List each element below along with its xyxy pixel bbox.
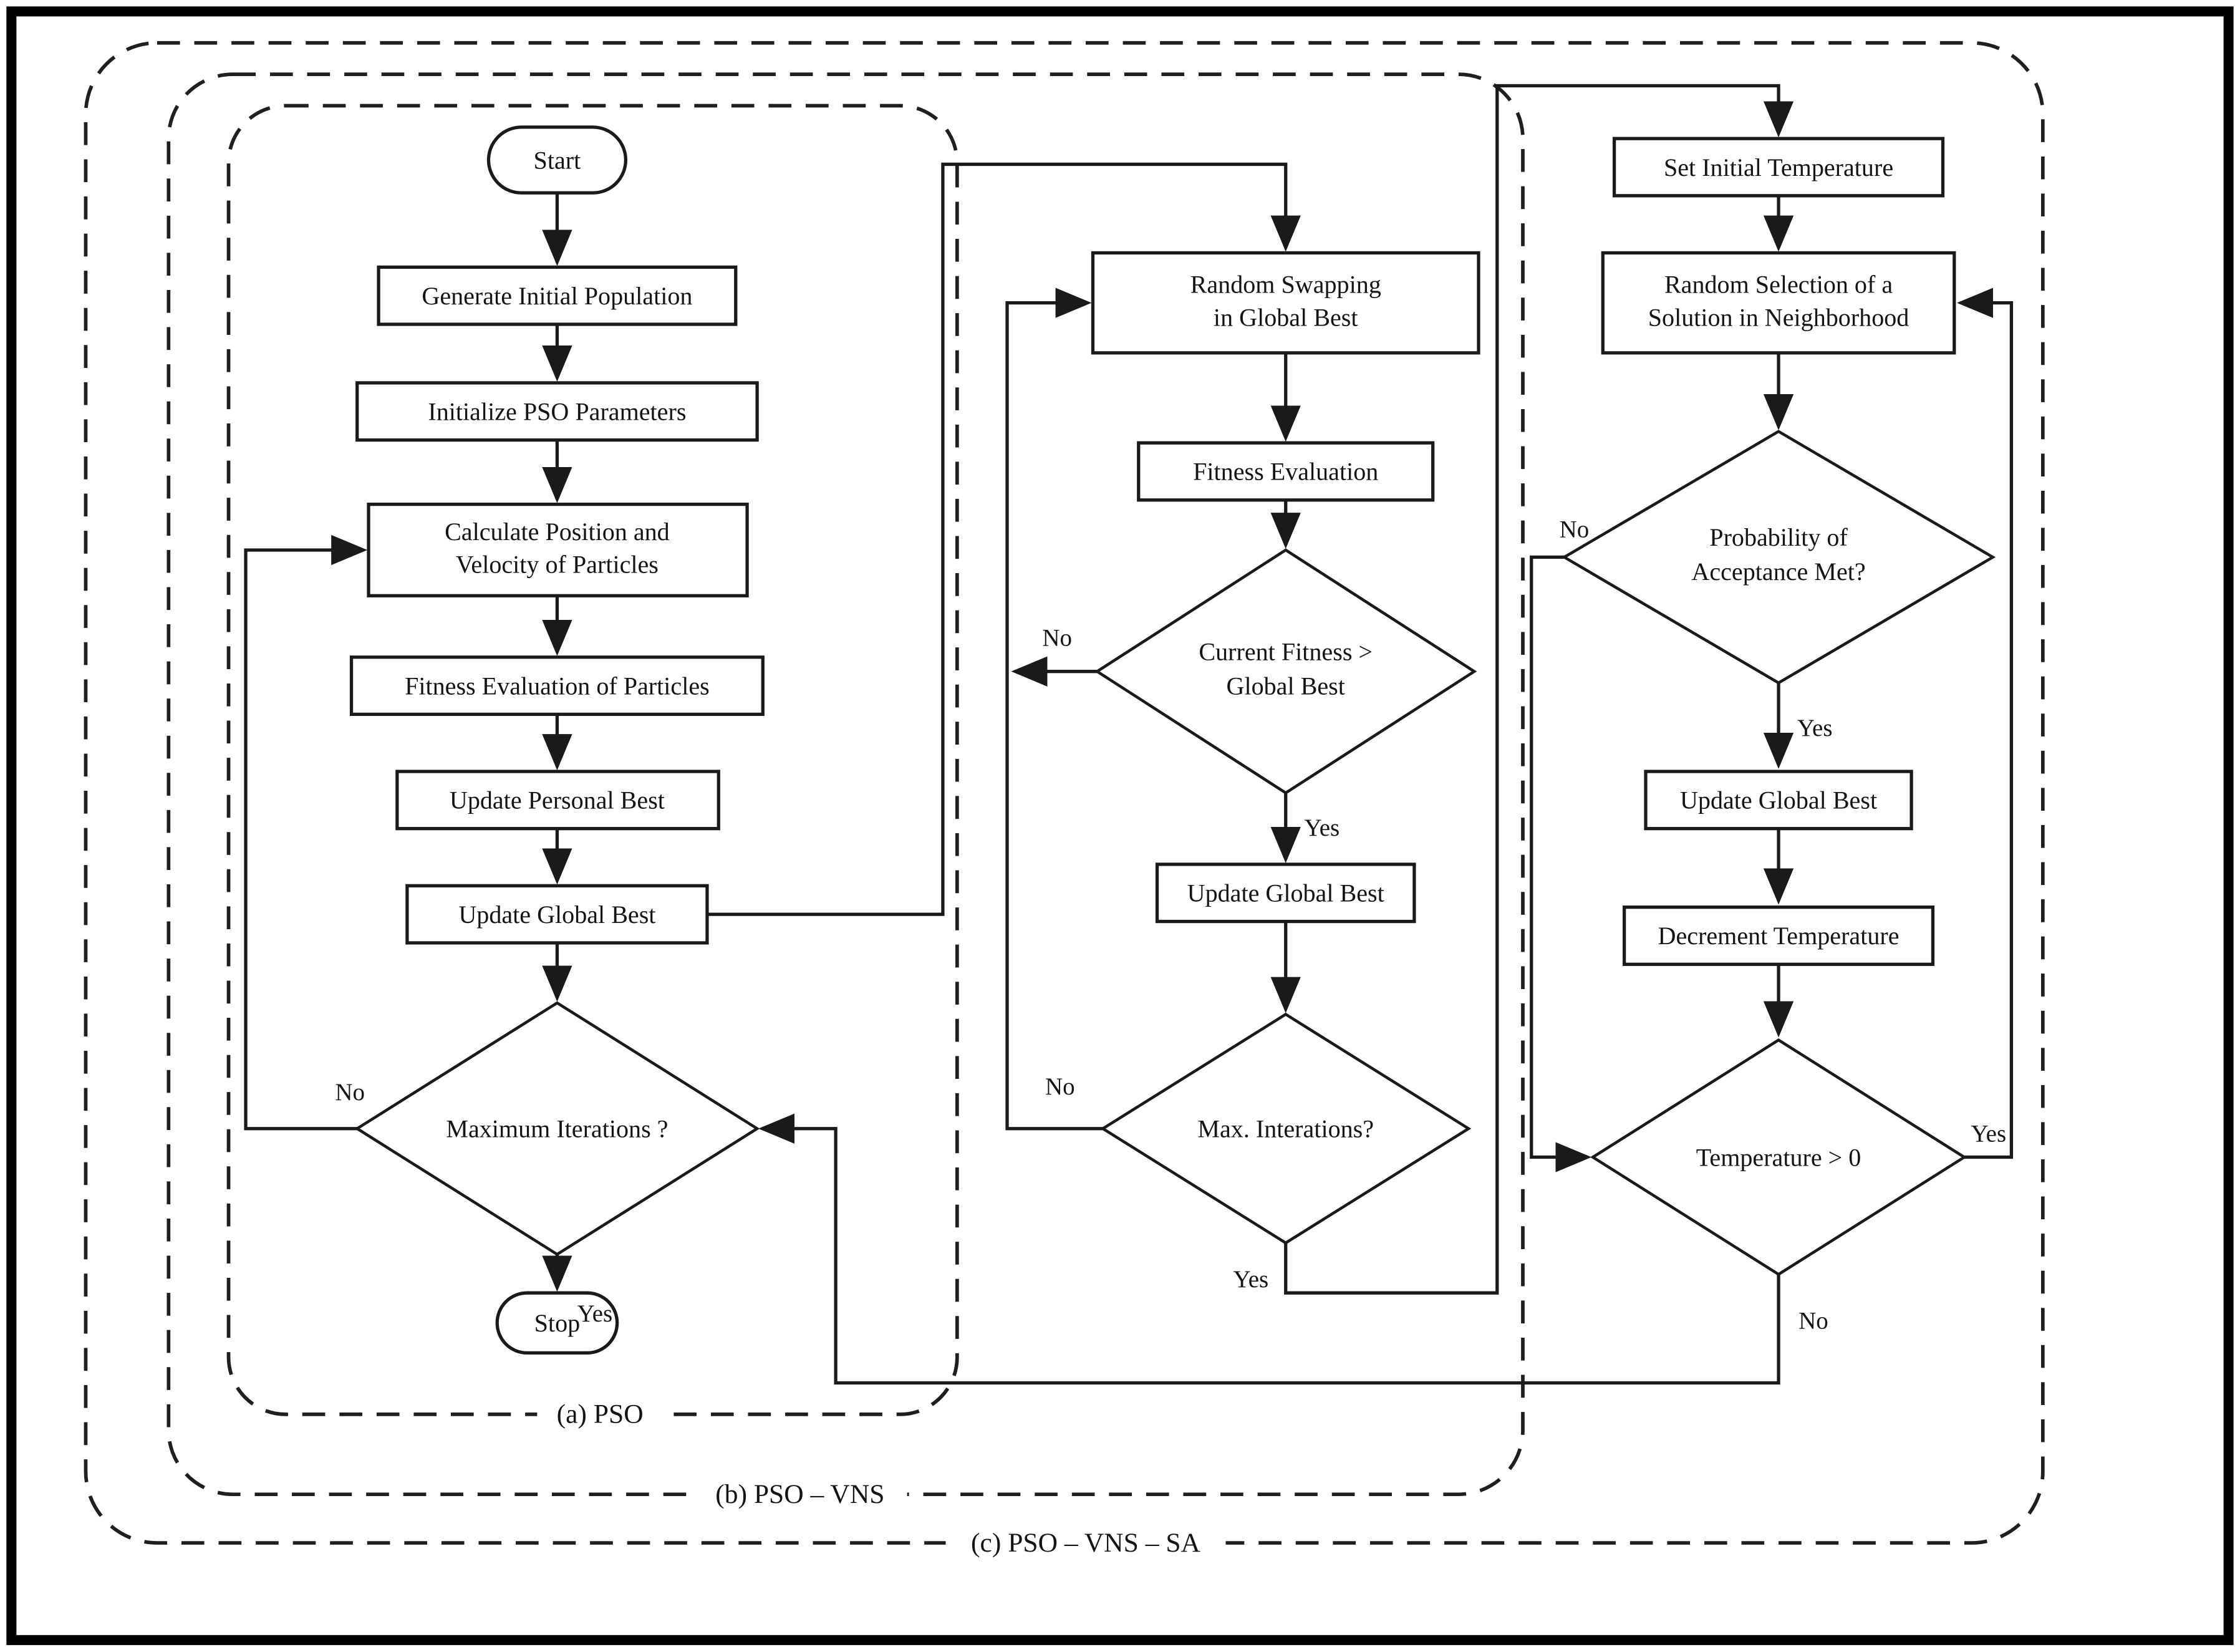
process-set-initial-temperature: Set Initial Temperature — [1612, 137, 1945, 198]
decision-probability-acceptance: Probability of Acceptance Met? — [1561, 430, 1996, 685]
current-fitness-label-line1: Current Fitness > — [1199, 637, 1373, 665]
decision-temperature-gt-zero: Temperature > 0 — [1590, 1038, 1967, 1277]
fitness-particles-shape — [349, 655, 765, 717]
current-fitness-label-line2: Global Best — [1227, 672, 1345, 700]
process-generate-initial-population: Generate Initial Population — [377, 265, 738, 326]
process-initialize-pso-parameters: Initialize PSO Parameters — [355, 381, 759, 442]
set-initial-temp-label: Set Initial Temperature — [1664, 153, 1893, 181]
initialize-pso-label: Initialize PSO Parameters — [428, 397, 686, 425]
update-global-vns-label: Update Global Best — [1187, 879, 1384, 907]
edge-sa-no-return-to-pso-decision — [758, 1113, 1780, 1385]
section-label-c-background — [945, 1527, 1226, 1559]
fitness-evaluation-label: Fitness Evaluation — [1193, 458, 1378, 486]
process-random-swapping: Random Swapping in Global Best — [1091, 251, 1480, 355]
edge-update-global-to-random-swapping — [707, 162, 1301, 916]
update-personal-shape — [395, 770, 720, 831]
section-label-a-background — [537, 1398, 663, 1431]
edge-vns-no-loop — [1005, 287, 1103, 1131]
process-decrement-temperature: Decrement Temperature — [1623, 906, 1935, 966]
start-label: Start — [534, 146, 581, 174]
start-shape — [486, 125, 628, 195]
process-calculate-position-velocity: Calculate Position and Velocity of Parti… — [367, 503, 749, 597]
temperature-shape — [1590, 1038, 1967, 1277]
boundary-pso-vns-sa — [84, 41, 2045, 1545]
stop-label: Stop — [534, 1309, 581, 1337]
calculate-position-label-line2: Velocity of Particles — [456, 551, 659, 579]
edge-pso-no-loop — [244, 534, 368, 1131]
max-iterations-vns-label: Max. Interations? — [1197, 1114, 1374, 1142]
random-swapping-label-line1: Random Swapping — [1190, 271, 1381, 299]
update-global-sa-label: Update Global Best — [1680, 786, 1877, 814]
fitness-evaluation-shape — [1137, 441, 1435, 502]
label-yes-max-iterations-pso: Yes — [577, 1300, 612, 1327]
temperature-label: Temperature > 0 — [1696, 1143, 1861, 1171]
process-fitness-evaluation-vns: Fitness Evaluation — [1137, 441, 1435, 502]
label-no-max-iterations-vns: No — [1045, 1073, 1075, 1100]
label-no-current-fitness: No — [1042, 624, 1072, 651]
decrement-temp-shape — [1623, 906, 1935, 966]
generate-population-shape — [377, 265, 738, 326]
frame-border — [6, 6, 2234, 1645]
label-yes-probability: Yes — [1797, 715, 1833, 741]
section-label-a: (a) PSO — [557, 1399, 644, 1429]
boundary-pso-vns — [167, 72, 1525, 1497]
max-iterations-pso-shape — [354, 1001, 760, 1257]
edge-probability-no-to-temperature — [1530, 555, 1592, 1172]
decision-maximum-iterations-pso: Maximum Iterations ? — [354, 1001, 760, 1257]
process-update-global-best-pso: Update Global Best — [405, 884, 709, 945]
update-global-pso-shape — [405, 884, 709, 945]
decision-current-fitness-global-best: Current Fitness > Global Best — [1094, 548, 1477, 795]
update-global-sa-shape — [1644, 770, 1913, 831]
update-personal-label: Update Personal Best — [450, 786, 665, 814]
process-update-global-best-sa: Update Global Best — [1644, 770, 1913, 831]
boundary-pso — [226, 104, 959, 1416]
set-initial-temp-shape — [1612, 137, 1945, 198]
label-no-max-iterations-pso: No — [335, 1079, 365, 1106]
random-swapping-shape — [1091, 251, 1480, 355]
calculate-position-label-line1: Calculate Position and — [445, 518, 670, 546]
update-global-pso-label: Update Global Best — [458, 901, 655, 929]
label-no-probability: No — [1560, 516, 1590, 543]
random-swapping-label-line2: in Global Best — [1214, 303, 1358, 331]
process-update-personal-best: Update Personal Best — [395, 770, 720, 831]
terminator-stop: Stop — [495, 1291, 619, 1355]
random-selection-shape — [1601, 251, 1956, 355]
initialize-pso-shape — [355, 381, 759, 442]
max-iterations-vns-shape — [1100, 1012, 1472, 1245]
current-fitness-shape — [1094, 548, 1477, 795]
probability-acceptance-shape — [1561, 430, 1996, 685]
max-iterations-pso-label: Maximum Iterations ? — [446, 1114, 668, 1142]
edge-temperature-yes-loop — [1957, 287, 2014, 1159]
generate-population-label: Generate Initial Population — [422, 282, 692, 310]
decrement-temp-label: Decrement Temperature — [1658, 922, 1900, 950]
random-selection-label-line1: Random Selection of a — [1664, 271, 1893, 299]
terminator-start: Start — [486, 125, 628, 195]
label-yes-max-iterations-vns: Yes — [1233, 1266, 1269, 1293]
process-fitness-evaluation-particles: Fitness Evaluation of Particles — [349, 655, 765, 717]
probability-acceptance-label-line2: Acceptance Met? — [1691, 558, 1865, 586]
decision-max-iterations-vns: Max. Interations? — [1100, 1012, 1472, 1245]
random-selection-label-line2: Solution in Neighborhood — [1648, 303, 1909, 331]
process-random-selection-neighborhood: Random Selection of a Solution in Neighb… — [1601, 251, 1956, 355]
label-yes-temperature: Yes — [1971, 1120, 2006, 1147]
label-yes-current-fitness: Yes — [1304, 814, 1340, 841]
probability-acceptance-label-line1: Probability of — [1709, 523, 1848, 551]
section-label-b: (b) PSO – VNS — [715, 1479, 884, 1509]
update-global-vns-shape — [1155, 862, 1416, 924]
fitness-particles-label: Fitness Evaluation of Particles — [405, 672, 710, 700]
calculate-position-shape — [367, 503, 749, 597]
edge-vns-yes-to-set-temperature — [1284, 84, 1794, 1295]
stop-shape — [495, 1291, 619, 1355]
section-label-c: (c) PSO – VNS – SA — [971, 1528, 1201, 1558]
section-label-b-background — [693, 1478, 907, 1510]
label-no-temperature: No — [1798, 1307, 1828, 1334]
process-update-global-best-vns: Update Global Best — [1155, 862, 1416, 924]
